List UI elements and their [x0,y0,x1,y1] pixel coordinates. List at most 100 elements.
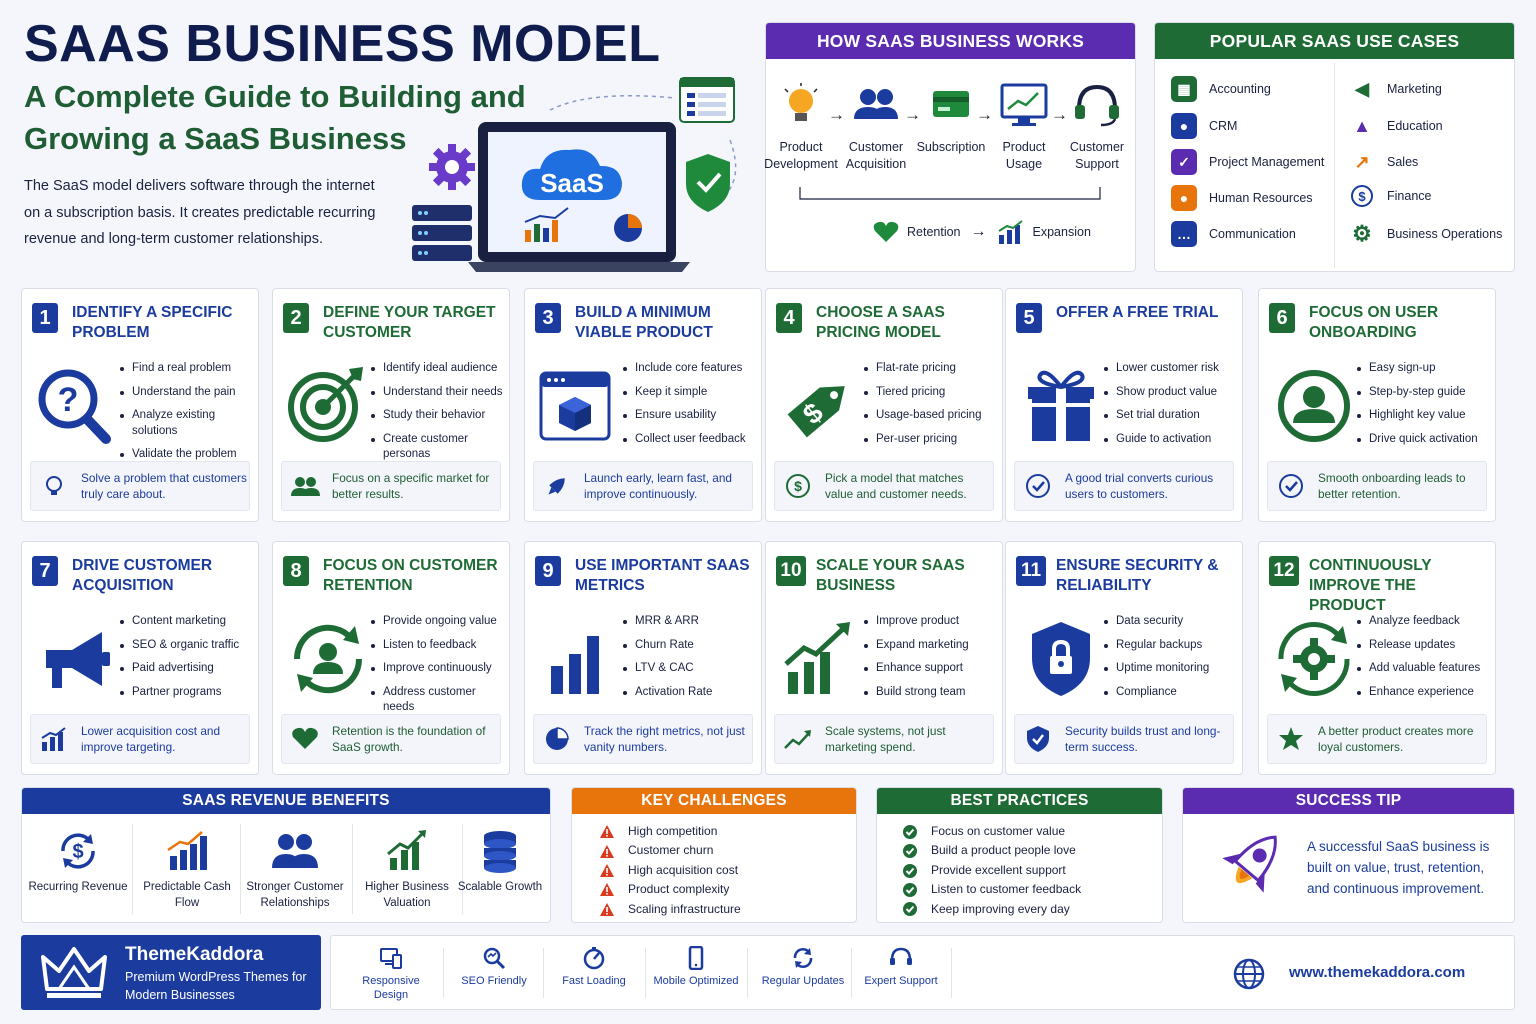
feature-mobile-optimized: Mobile Optimized [651,946,741,988]
page-subtitle: A Complete Guide to Building and Growing… [24,79,526,156]
check-circle-icon [1274,473,1308,499]
calculator-icon: ▦ [1171,76,1197,102]
check-circle-icon [903,824,917,839]
step-bullet: Regular backups [1102,638,1242,654]
step-bullet: Validate the problem [118,447,258,463]
step-number: 8 [283,556,309,586]
svg-text:?: ? [58,381,79,419]
step-bullet: SEO & organic traffic [118,638,258,654]
step-bullet: Collect user feedback [621,432,761,448]
use-case-marketing: ◀Marketing [1349,76,1442,102]
step-bullet: Include core features [621,361,761,377]
arrow-right-icon: → [828,105,845,124]
success-tip-text: A successful SaaS business is built on v… [1307,839,1490,896]
gear-icon: ⚙ [1352,221,1372,246]
shield-lock-icon [1016,614,1106,704]
database-stack-icon [484,831,516,873]
success-tip-title: SUCCESS TIP [1183,788,1514,814]
step-number: 11 [1016,556,1046,586]
target-icon [283,361,373,451]
users-icon [272,834,318,868]
arrow-right-icon: → [976,105,993,124]
how-saas-works-title: HOW SAAS BUSINESS WORKS [766,23,1135,59]
brand-name: ThemeKaddora [125,944,264,965]
step-bullet: Analyze existing solutions [118,408,258,439]
step-bullet: Usage-based pricing [862,408,1002,424]
success-tip-panel: SUCCESS TIP A successful SaaS business i… [1182,787,1515,923]
use-case-human-resources: ●Human Resources [1171,185,1313,211]
challenge-item: Customer churn [600,841,741,860]
step-tip-text: Track the right metrics, not just vanity… [584,724,745,754]
gear-icon [429,144,475,190]
step-title: DRIVE CUSTOMER ACQUISITION [72,557,213,594]
how-step-product-development: Product Development [761,83,841,173]
check-circle-icon [1021,473,1055,499]
how-step-label: Product Usage [1002,140,1046,171]
step-bullet: Activation Rate [621,685,761,701]
warning-icon [600,864,614,878]
benefit-scalable-growth: Scalable Growth [446,828,554,896]
step-title: CHOOSE A SAAS PRICING MODEL [816,304,945,341]
divider [1334,63,1335,268]
step-number: 9 [535,556,561,586]
step-bullet: Enhance experience [1355,685,1495,701]
feature-responsive-design: Responsive Design [346,946,436,1002]
price-tag-icon: $ [776,361,866,451]
website-link[interactable]: www.themekaddora.com [1289,964,1466,981]
rocket-icon [1222,835,1277,893]
step-bullet: Flat-rate pricing [862,361,1002,377]
step-title: FOCUS ON CUSTOMER RETENTION [323,557,498,594]
step-title: IDENTIFY A SPECIFIC PROBLEM [72,304,233,341]
step-bullet: Address customer needs [369,685,509,716]
devices-icon [380,948,402,969]
check-circle-icon [903,844,917,859]
step-tip-text: Lower acquisition cost and improve targe… [81,724,221,754]
step-tip: Scale systems, not just marketing spend. [774,714,994,764]
step-bullet: Paid advertising [118,661,258,677]
dollar-circle-icon: $ [1351,185,1373,207]
expansion-label: Expansion [1032,225,1091,239]
growth-bars-icon [167,831,207,870]
use-case-education: ▲Education [1349,113,1443,139]
step-tip-text: A better product creates more loyal cust… [1318,724,1474,754]
step-number: 2 [283,303,309,333]
svg-text:$: $ [794,478,802,494]
practice-item: Listen to customer feedback [903,880,1081,899]
step-bullet: Per-user pricing [862,432,1002,448]
step-bullet: Understand their needs [369,385,509,401]
footer-features-bar: Responsive Design SEO Friendly Fast Load… [330,935,1515,1010]
headset-icon [1075,84,1119,127]
step-bullet: Highlight key value [1355,408,1495,424]
users-icon [288,474,322,498]
warning-icon [600,902,614,916]
megaphone-icon: ◀ [1355,78,1369,99]
step-bullet: Uptime monitoring [1102,661,1242,677]
heart-icon [873,221,899,242]
how-step-subscription: Subscription [911,83,991,156]
check-circle-icon [903,863,917,878]
bar-chart-icon [535,614,625,704]
arrow-right-icon: → [904,105,921,124]
challenge-item: High competition [600,822,741,841]
speedometer-icon [583,947,605,970]
dollar-circle-icon: $ [781,473,815,499]
feature-seo-friendly: SEO Friendly [449,946,539,988]
chat-icon: … [1171,221,1197,247]
brand-block[interactable]: ThemeKaddora Premium WordPress Themes fo… [21,935,321,1010]
bar-growth-icon [37,726,71,752]
step-bullet: Analyze feedback [1355,614,1495,630]
how-step-label: Customer Acquisition [845,140,907,171]
key-challenges-list: High competition Customer churn High acq… [600,822,741,919]
lightbulb-icon [784,83,818,121]
cloud-icon [521,149,622,200]
use-case-finance: $Finance [1349,185,1431,207]
user-cycle-icon [283,614,373,704]
feature-regular-updates: Regular Updates [758,946,848,988]
